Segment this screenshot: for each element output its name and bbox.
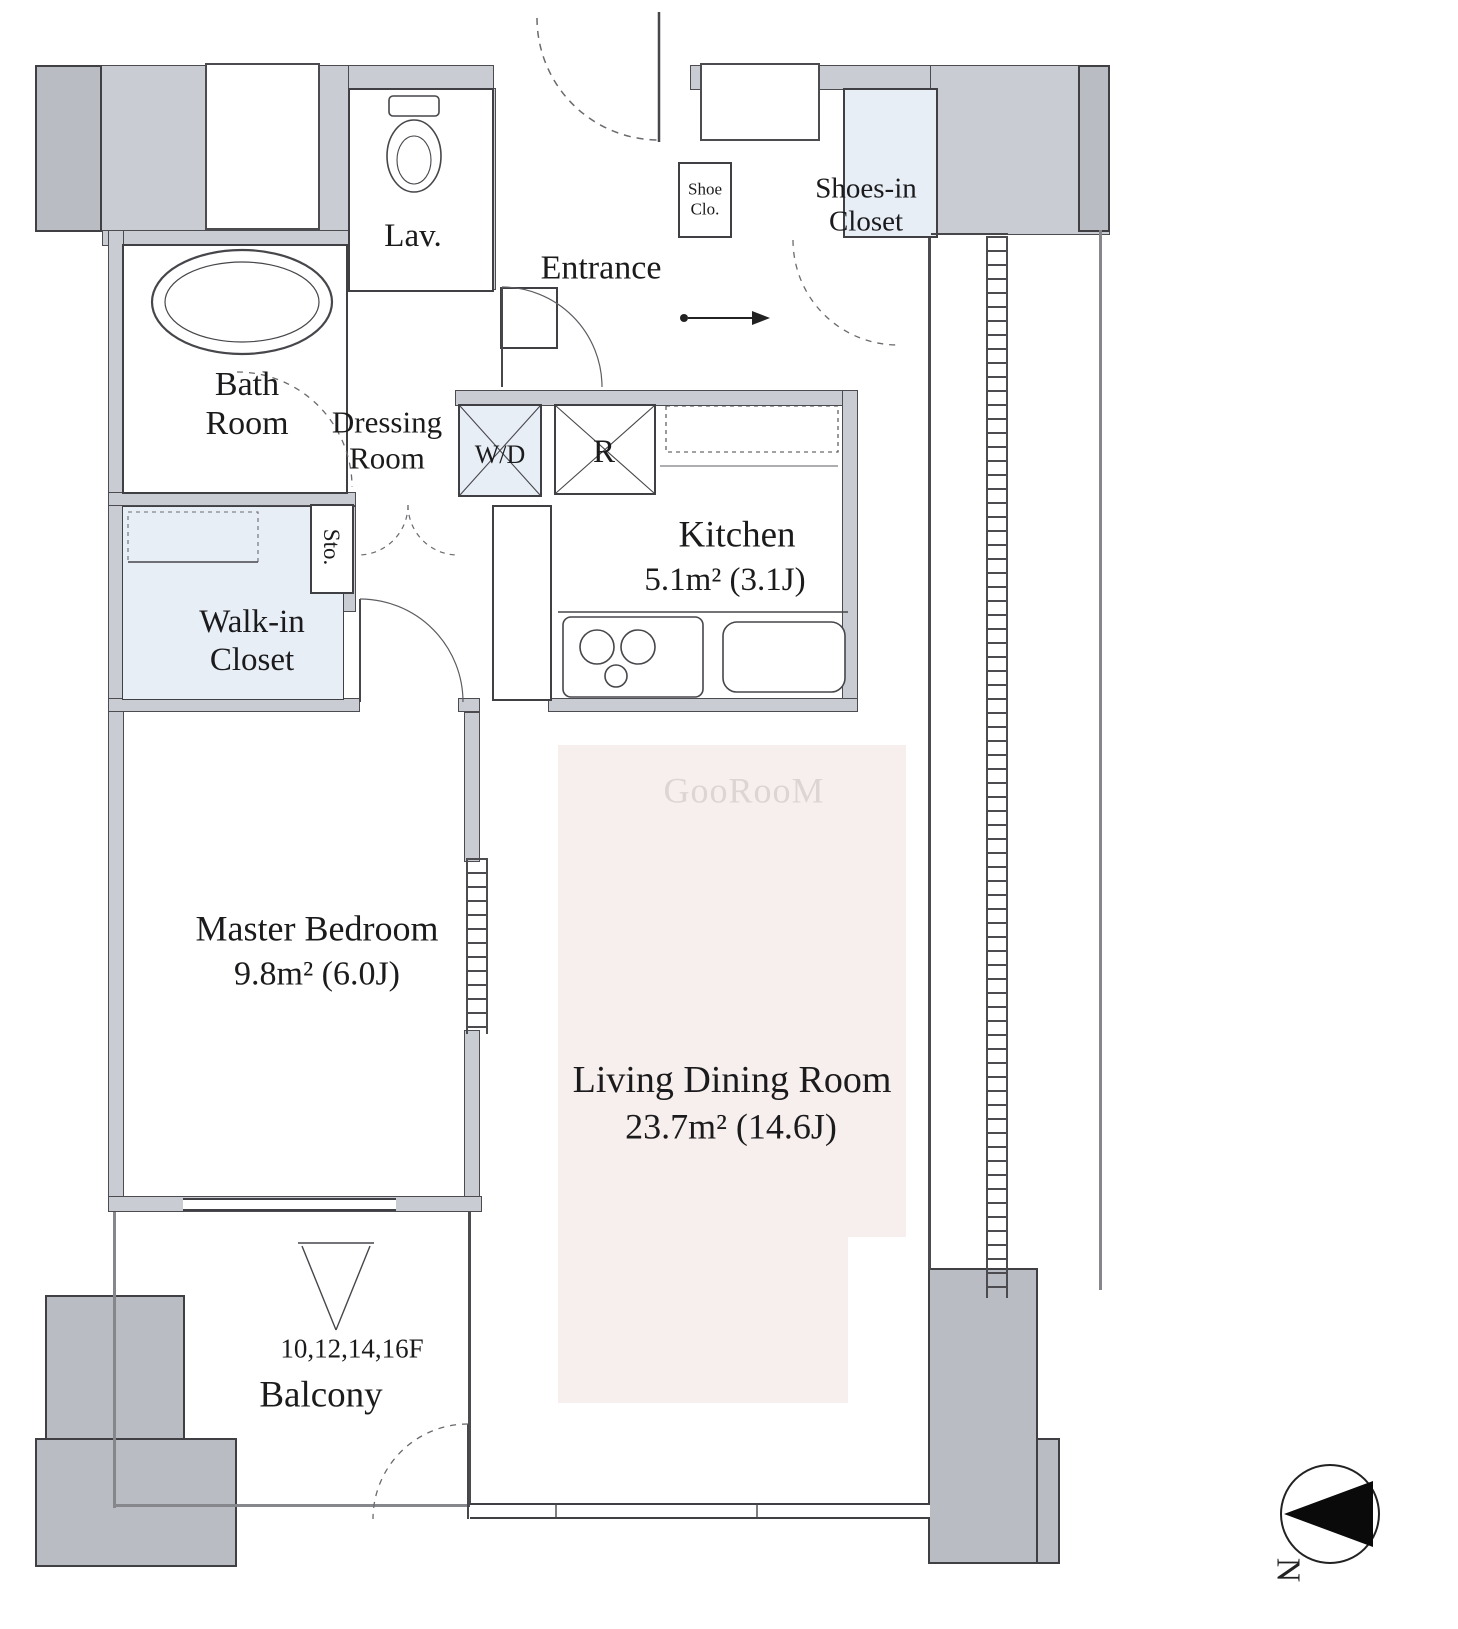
walk-in-closet-label-line2: Closet xyxy=(209,642,295,678)
watermark: GooRooM xyxy=(663,770,825,811)
sink-icon xyxy=(722,621,846,693)
kitchen-cabinet-box xyxy=(492,505,552,701)
compass-icon xyxy=(1280,1464,1380,1564)
wall-kitchen-bottom xyxy=(548,698,858,712)
line-balcony-bottom xyxy=(113,1504,475,1507)
living-balcony-window xyxy=(470,1503,930,1519)
wall-bedroom-right-lower xyxy=(464,1030,480,1198)
walk-in-closet-label-line1: Walk-in xyxy=(199,604,305,641)
line-outer-right xyxy=(1099,230,1102,1290)
shoe-closet-box xyxy=(678,162,732,238)
line-unit-right-wall xyxy=(928,232,931,1270)
living-dining-floor-upper xyxy=(558,745,906,1237)
shoe-closet-label-line1: Shoe xyxy=(688,179,722,199)
living-dining-area-label: 23.7m² (14.6J) xyxy=(625,1106,837,1147)
wall-bedroom-top-stub xyxy=(458,698,480,712)
wall-kitchen-right xyxy=(842,390,858,712)
line-balcony-right xyxy=(468,1212,471,1507)
wall-bedroom-top xyxy=(108,698,360,712)
pillar-bottom-right xyxy=(928,1268,1038,1564)
entry-arrow-icon xyxy=(680,311,770,325)
pillar-bottom-right-step xyxy=(1036,1438,1060,1564)
shoes-closet-door xyxy=(792,239,899,346)
entrance-door xyxy=(536,12,661,142)
bath-room-label-line2: Room xyxy=(205,405,289,442)
bath-room-label-line1: Bath xyxy=(214,365,280,403)
balcony-label: Balcony xyxy=(259,1374,383,1416)
master-bedroom-area-label: 9.8m² (6.0J) xyxy=(233,955,401,993)
living-dining-label: Living Dining Room xyxy=(572,1059,892,1102)
balcony-hatch-icon xyxy=(298,1242,374,1331)
balcony-floors-label: 10,12,14,16F xyxy=(280,1333,424,1364)
compass-north-letter: N xyxy=(1269,1557,1307,1583)
kitchen-label: Kitchen xyxy=(678,514,796,556)
dressing-room-label-line1: Dressing xyxy=(331,404,443,440)
lav-room xyxy=(348,88,494,292)
wall-bedroom-right-upper xyxy=(464,712,480,862)
wall-top-lav xyxy=(348,65,494,90)
master-bedroom-label: Master Bedroom xyxy=(195,908,439,949)
storage-box xyxy=(310,504,354,594)
lav-label: Lav. xyxy=(384,218,442,255)
pillar-top-left xyxy=(35,65,102,232)
storage-label: Sto. xyxy=(319,528,345,566)
right-glazing-strip xyxy=(986,236,1008,1298)
shoes-in-closet-label-line1: Shoes-in xyxy=(815,172,917,205)
void-top-center xyxy=(700,63,820,141)
entrance-cabinet-box xyxy=(500,287,558,349)
shoes-in-closet-label-line2: Closet xyxy=(828,206,904,238)
line-balcony-left xyxy=(113,1212,116,1508)
bedroom-balcony-window xyxy=(183,1198,396,1211)
bedroom-door xyxy=(359,598,464,703)
bath-room-label: Bath Room xyxy=(205,365,288,443)
dressing-room-label: Dressing Room xyxy=(332,404,442,475)
living-dining-floor-lower xyxy=(558,1237,848,1403)
shoe-closet-label-line2: Clo. xyxy=(690,199,720,218)
shoe-closet-label: Shoe Clo. xyxy=(688,179,722,218)
entrance-label: Entrance xyxy=(540,249,662,287)
bedroom-sliding-door xyxy=(466,858,488,1034)
kitchen-area-label: 5.1m² (3.1J) xyxy=(644,562,806,599)
fridge-label: R xyxy=(592,434,616,471)
walk-in-closet-label: Walk-in Closet xyxy=(199,604,304,680)
shoes-in-closet-label: Shoes-in Closet xyxy=(815,173,917,240)
cupboard-dashed xyxy=(660,405,839,467)
pillar-top-right xyxy=(1078,65,1110,232)
dressing-room-label-line2: Room xyxy=(349,440,425,475)
void-top-left xyxy=(205,63,320,230)
shoes-in-closet-box xyxy=(843,88,938,238)
stove-icon xyxy=(562,616,704,698)
closet-double-doors xyxy=(357,504,459,556)
washer-dryer-label: W/D xyxy=(474,440,526,470)
pillar-bottom-left-lower xyxy=(35,1438,237,1567)
